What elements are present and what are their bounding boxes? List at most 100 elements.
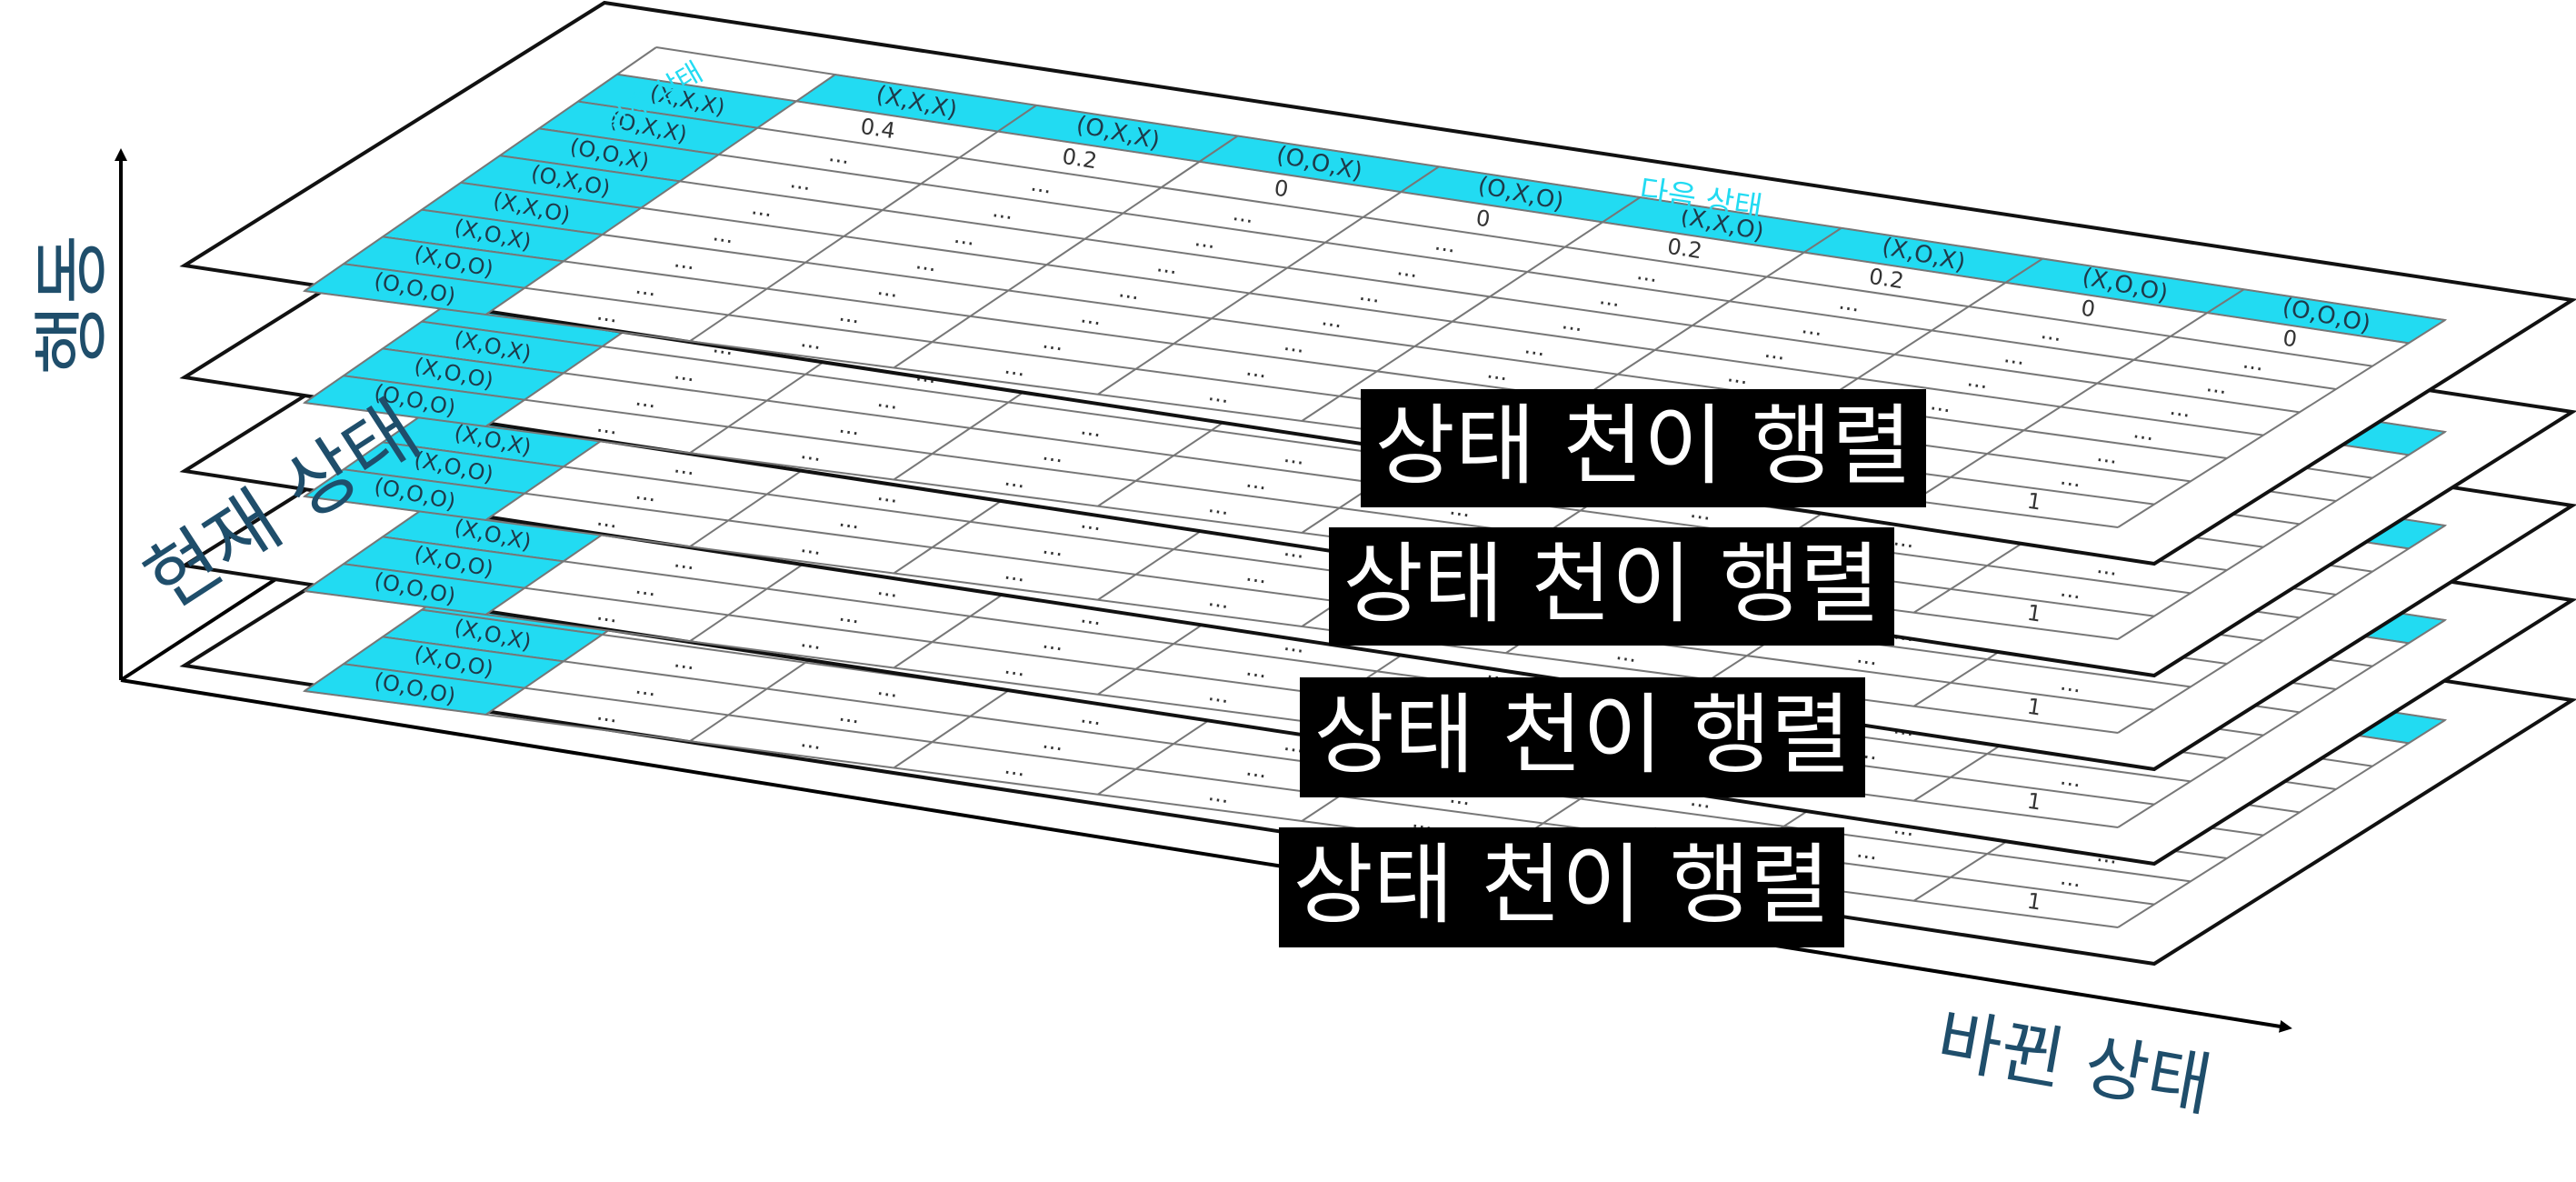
cell-ellipsis: ... (1320, 305, 1344, 333)
cell-value: 0.2 (1867, 264, 1905, 294)
cell-value: 1 (2025, 788, 2042, 816)
cell-ellipsis: ... (634, 478, 658, 506)
layer-title-text: 상태 천이 행렬 (1375, 395, 1912, 496)
cell-ellipsis: ... (1079, 702, 1103, 730)
cell-ellipsis: ... (837, 506, 862, 534)
cell-ellipsis: ... (1029, 171, 1053, 199)
cell-ellipsis: ... (1117, 276, 1142, 305)
cell-ellipsis: ... (1207, 492, 1232, 520)
layer-title-label: 상태 천이 행렬 (1329, 527, 1894, 646)
cell-ellipsis: ... (2059, 464, 2083, 492)
cell-ellipsis: ... (1079, 302, 1103, 330)
cell-ellipsis: ... (1800, 313, 1824, 341)
cell-ellipsis: ... (1207, 680, 1232, 708)
cell-ellipsis: ... (673, 646, 697, 675)
cell-ellipsis: ... (595, 700, 620, 728)
cell-ellipsis: ... (837, 412, 862, 440)
cell-ellipsis: ... (799, 326, 824, 355)
cell-ellipsis: ... (595, 506, 620, 534)
cell-ellipsis: ... (953, 223, 977, 251)
cell-value: 0 (2281, 326, 2299, 353)
cell-ellipsis: ... (1207, 780, 1232, 808)
cell-ellipsis: ... (2059, 864, 2083, 892)
cell-ellipsis: ... (673, 546, 697, 575)
x-axis-line (120, 678, 2292, 1033)
cell-ellipsis: ... (595, 300, 620, 328)
cell-ellipsis: ... (914, 248, 939, 276)
cell-ellipsis: ... (1892, 525, 1916, 553)
cell-ellipsis: ... (1561, 308, 1585, 336)
layer-title-label: 상태 천이 행렬 (1279, 827, 1844, 947)
cell-ellipsis: ... (595, 600, 620, 628)
layer-title-box (1300, 677, 1865, 797)
layer-title-label: 상태 천이 행렬 (1300, 677, 1865, 797)
cell-ellipsis: ... (2242, 348, 2266, 376)
y-axis-label: 행동 (27, 235, 116, 376)
cell-ellipsis: ... (673, 358, 697, 386)
cell-ellipsis: ... (1283, 442, 1307, 470)
cell-ellipsis: ... (673, 246, 697, 275)
cell-ellipsis: ... (1207, 380, 1232, 408)
cell-ellipsis: ... (2095, 441, 2120, 469)
cell-ellipsis: ... (1635, 259, 1660, 287)
cell-ellipsis: ... (875, 675, 900, 703)
layer-title-box (1361, 389, 1926, 507)
cell-ellipsis: ... (837, 700, 862, 728)
cell-ellipsis: ... (799, 626, 824, 655)
cell-ellipsis: ... (634, 573, 658, 601)
layer-title-box (1329, 527, 1894, 646)
cell-ellipsis: ... (1155, 251, 1180, 279)
cell-ellipsis: ... (1283, 330, 1307, 358)
cell-ellipsis: ... (1837, 289, 1862, 317)
cell-ellipsis: ... (2168, 395, 2192, 423)
cell-value: 0.2 (1666, 234, 1704, 264)
cell-ellipsis: ... (799, 532, 824, 560)
cell-ellipsis: ... (1003, 354, 1027, 382)
cell-value: 1 (2025, 694, 2042, 721)
cell-ellipsis: ... (1358, 280, 1383, 308)
cell-ellipsis: ... (2002, 342, 2027, 370)
cell-ellipsis: ... (875, 275, 900, 303)
cell-ellipsis: ... (875, 386, 900, 415)
cell-ellipsis: ... (1762, 337, 1787, 366)
cell-ellipsis: ... (711, 220, 735, 248)
cell-ellipsis: ... (1855, 836, 1880, 865)
cell-value: 0 (1273, 175, 1290, 203)
cell-value: 1 (2025, 488, 2042, 516)
cell-ellipsis: ... (1244, 560, 1269, 588)
cell-ellipsis: ... (2059, 669, 2083, 697)
cell-ellipsis: ... (1965, 366, 1990, 394)
layer-title-box (1279, 827, 1844, 947)
cell-ellipsis: ... (2132, 417, 2156, 446)
cell-ellipsis: ... (1231, 200, 1255, 228)
grid-lines (304, 46, 2446, 528)
layer-title-text: 상태 천이 행렬 (1343, 533, 1881, 635)
cell-ellipsis: ... (1041, 439, 1065, 467)
cell-ellipsis: ... (1193, 225, 1218, 254)
cell-ellipsis: ... (1041, 327, 1065, 356)
cell-ellipsis: ... (1929, 389, 1953, 417)
cell-value: 0.4 (859, 114, 897, 144)
cell-ellipsis: ... (1003, 466, 1027, 494)
cell-ellipsis: ... (1244, 355, 1269, 383)
cell-ellipsis: ... (837, 600, 862, 628)
cell-ellipsis: ... (634, 673, 658, 701)
cell-ellipsis: ... (1003, 559, 1027, 587)
cell-value: 1 (2025, 888, 2042, 916)
cell-ellipsis: ... (1041, 533, 1065, 561)
cell-ellipsis: ... (1598, 284, 1622, 312)
cell-ellipsis: ... (1041, 627, 1065, 656)
layer-title-label: 상태 천이 행렬 (1361, 389, 1926, 507)
cell-value: 0 (2080, 296, 2097, 323)
cell-ellipsis: ... (1244, 655, 1269, 683)
cell-ellipsis: ... (1395, 255, 1420, 283)
cell-ellipsis: ... (2039, 318, 2063, 346)
cell-value: 0 (1474, 205, 1492, 233)
cell-ellipsis: ... (1244, 466, 1269, 495)
cell-ellipsis: ... (2204, 371, 2229, 399)
cell-value: 0.2 (1061, 144, 1099, 174)
cell-ellipsis: ... (673, 452, 697, 480)
cell-ellipsis: ... (1207, 586, 1232, 614)
